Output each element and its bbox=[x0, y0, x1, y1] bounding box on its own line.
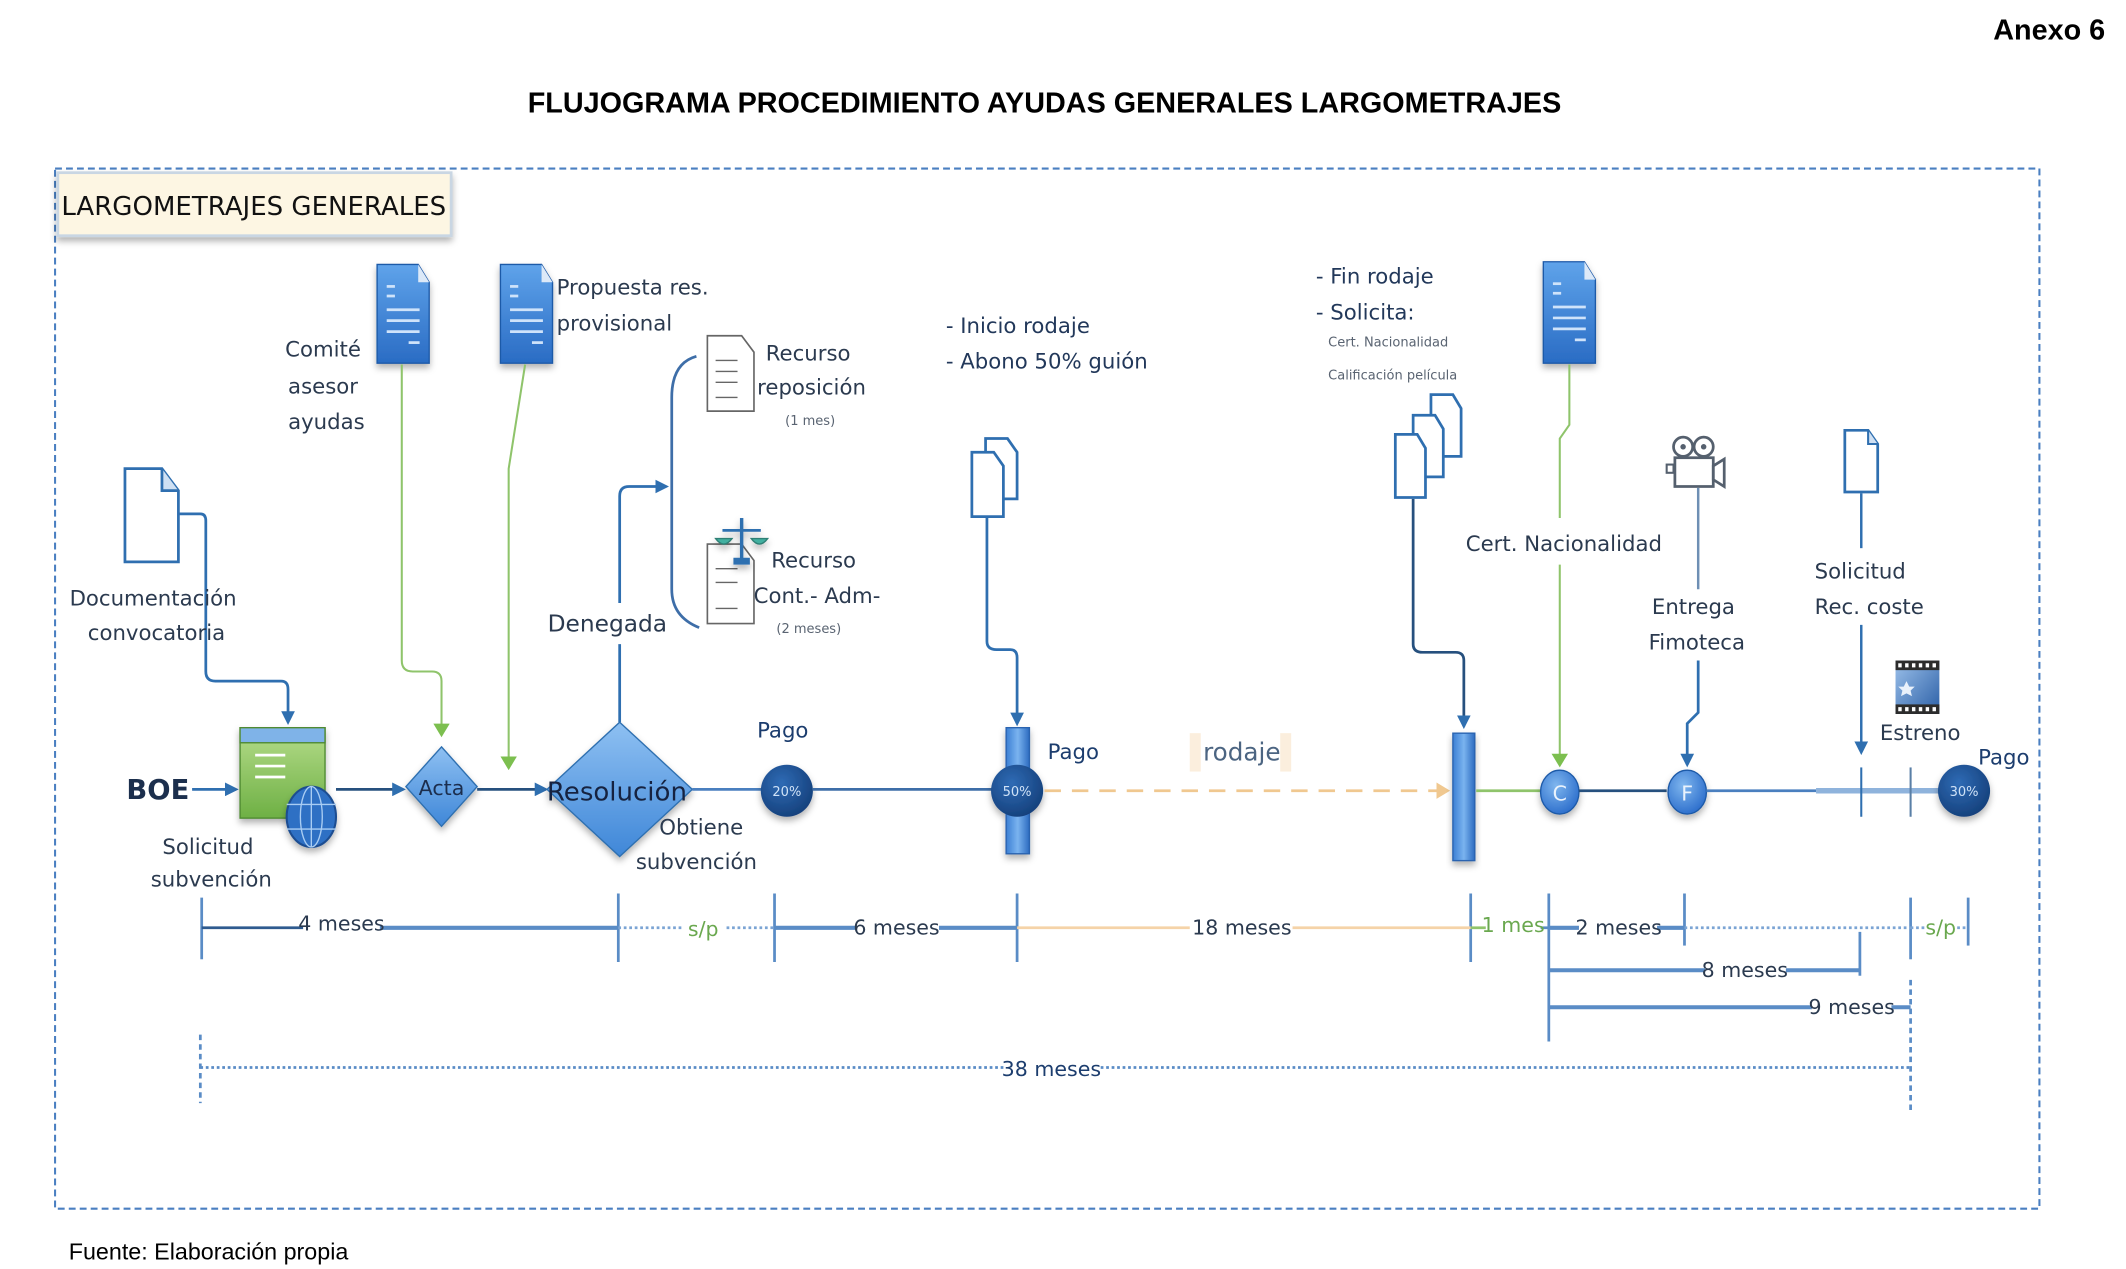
payment-30-marker[interactable]: 30% bbox=[1938, 764, 1991, 817]
comite-label: Comité asesor ayudas bbox=[285, 337, 368, 435]
scales-of-justice-icon bbox=[714, 518, 770, 565]
propuesta-label: Propuesta res. provisional bbox=[557, 276, 716, 337]
acta-label: Acta bbox=[419, 776, 465, 800]
c-marker-label: C bbox=[1553, 781, 1567, 805]
fin-rodaje-sublabel: Cert. Nacionalidad Calificación película bbox=[1328, 336, 1457, 384]
propuesta-document-icon bbox=[499, 263, 554, 364]
denegada-to-recursos-arrow bbox=[618, 479, 670, 603]
rodaje-film-edge-right bbox=[1280, 733, 1292, 772]
propuesta-to-resolucion-connector bbox=[500, 364, 527, 771]
film-camera-icon bbox=[1665, 435, 1726, 489]
resolucion-decision[interactable]: Resolución bbox=[546, 721, 694, 858]
payment-30-percent: 30% bbox=[1950, 785, 1979, 800]
solicitud-coste-doc-icon bbox=[1843, 428, 1880, 494]
duration-9-meses: 9 meses bbox=[1809, 995, 1895, 1019]
recurso-contencioso-label: Recurso Cont.- Adm- bbox=[754, 548, 881, 609]
acta-decision[interactable]: Acta bbox=[404, 745, 479, 828]
recurso-reposicion-doc-icon bbox=[706, 334, 755, 412]
panel-title: LARGOMETRAJES GENERALES bbox=[61, 192, 446, 222]
recurso-contencioso-doc-icon bbox=[706, 543, 755, 625]
documentation-doc-icon bbox=[123, 467, 180, 564]
film-strip-icon bbox=[1895, 660, 1940, 714]
documents-stack-icon bbox=[1393, 393, 1463, 499]
pago-1-label: Pago bbox=[757, 718, 808, 743]
rodaje-film-edge-left bbox=[1189, 733, 1201, 772]
f-marker-label: F bbox=[1681, 781, 1693, 805]
annex-label: Anexo 6 bbox=[1993, 15, 2105, 47]
denegada-label: Denegada bbox=[548, 611, 667, 638]
duration-total-38-meses: 38 meses bbox=[1002, 1057, 1101, 1081]
duration-2-meses: 2 meses bbox=[1576, 916, 1662, 940]
fin-rodaje-label: - Fin rodaje - Solicita: bbox=[1316, 265, 1441, 326]
doc-to-solicitud-connector bbox=[178, 512, 295, 725]
globe-icon bbox=[285, 785, 338, 848]
cert-nacionalidad-document-icon bbox=[1542, 261, 1597, 364]
pago-2-label: Pago bbox=[1048, 740, 1099, 765]
duration-6-meses: 6 meses bbox=[853, 916, 939, 940]
duration-8-meses: 8 meses bbox=[1702, 958, 1788, 982]
duration-sp-2: s/p bbox=[1925, 916, 1956, 940]
fin-rodaje-bar[interactable] bbox=[1452, 732, 1476, 862]
comite-to-acta-connector bbox=[400, 364, 450, 738]
f-marker[interactable]: F bbox=[1667, 769, 1708, 815]
documents-pair-icon bbox=[970, 437, 1019, 519]
rodaje-label: rodaje bbox=[1203, 738, 1280, 767]
inicio-rodaje-label: - Inicio rodaje - Abono 50% guión bbox=[946, 314, 1148, 375]
duration-sp-1: s/p bbox=[688, 917, 719, 941]
payment-50-marker[interactable]: 50% bbox=[991, 727, 1044, 855]
solicitud-label: Solicitud subvención bbox=[151, 835, 272, 893]
boe-label: BOE bbox=[126, 775, 189, 806]
recurso-contencioso-time: (2 meses) bbox=[776, 622, 841, 637]
camera-connector-lower bbox=[1680, 660, 1700, 768]
page-title: FLUJOGRAMA PROCEDIMIENTO AYUDAS GENERALE… bbox=[528, 87, 1562, 119]
obtiene-label: Obtiene subvención bbox=[636, 816, 757, 875]
cert-nacionalidad-label: Cert. Nacionalidad bbox=[1466, 532, 1662, 557]
panel-title-box: LARGOMETRAJES GENERALES bbox=[56, 171, 453, 238]
duration-4-meses: 4 meses bbox=[298, 912, 384, 936]
duration-timeline bbox=[198, 893, 1970, 1111]
solicitud-coste-label: Solicitud Rec. coste bbox=[1815, 559, 1924, 620]
recurso-reposicion-label: Recurso reposición bbox=[757, 341, 866, 400]
fin-rodaje-connector bbox=[1411, 498, 1471, 730]
pago-3-label: Pago bbox=[1978, 746, 2029, 771]
payment-20-percent: 20% bbox=[772, 785, 801, 800]
resolucion-label: Resolución bbox=[547, 777, 687, 807]
recursos-bracket bbox=[670, 354, 700, 629]
recurso-reposicion-time: (1 mes) bbox=[785, 414, 835, 429]
estreno-label: Estreno bbox=[1880, 721, 1961, 746]
payment-50-percent: 50% bbox=[1003, 785, 1032, 800]
payment-20-marker[interactable]: 20% bbox=[760, 764, 813, 817]
comite-document-icon bbox=[376, 263, 430, 364]
documentacion-label: Documentación convocatoria bbox=[70, 587, 244, 646]
online-form-icon bbox=[239, 727, 326, 819]
source-footnote: Fuente: Elaboración propia bbox=[69, 1238, 349, 1264]
inicio-rodaje-connector bbox=[985, 516, 1024, 727]
entrega-filmoteca-label: Entrega Fimoteca bbox=[1649, 595, 1745, 656]
c-marker[interactable]: C bbox=[1539, 769, 1580, 815]
cert-connector-upper bbox=[1558, 364, 1571, 519]
duration-18-meses: 18 meses bbox=[1192, 916, 1291, 940]
diagram-frame bbox=[54, 167, 2041, 1210]
duration-1-mes: 1 mes bbox=[1482, 913, 1545, 937]
